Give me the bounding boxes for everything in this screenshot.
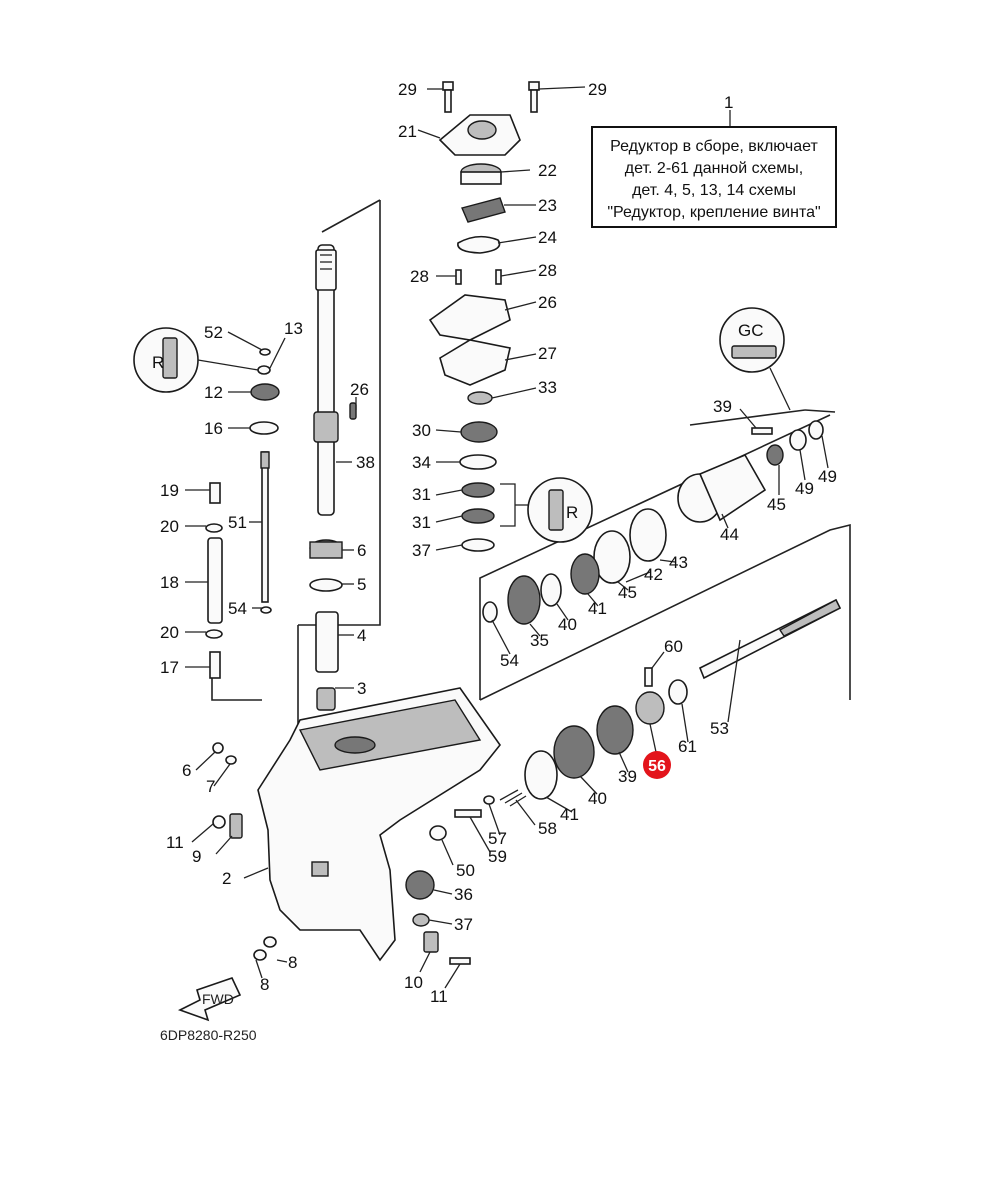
part-label: 30 <box>412 421 431 440</box>
part-label: 39 <box>713 397 732 416</box>
lubricant-badge-right: R <box>527 477 593 543</box>
part-label: 29 <box>588 80 607 99</box>
part-label: 39 <box>618 767 637 786</box>
part-label: 33 <box>538 378 557 397</box>
part-label: 44 <box>720 525 739 544</box>
shift-rod-group <box>205 348 280 679</box>
part-label: 31 <box>412 485 431 504</box>
part-label: 8 <box>288 953 297 972</box>
part-label: 20 <box>160 623 179 642</box>
part-label: 59 <box>488 847 507 866</box>
fwd-arrow: FWD <box>177 977 242 1022</box>
part-label: 54 <box>500 651 519 670</box>
part-label: 54 <box>228 599 247 618</box>
part-label: 43 <box>669 553 688 572</box>
part-label: 9 <box>192 847 201 866</box>
part-label: 57 <box>488 829 507 848</box>
part-label: 19 <box>160 481 179 500</box>
part-label: 28 <box>410 267 429 286</box>
part-label: 13 <box>284 319 303 338</box>
part-label: 38 <box>356 453 375 472</box>
part-label: 40 <box>588 789 607 808</box>
part-label: 58 <box>538 819 557 838</box>
part-label: 28 <box>538 261 557 280</box>
note-line: дет. 4, 5, 13, 14 схемы <box>632 182 796 199</box>
part-label: 50 <box>456 861 475 880</box>
part-label: 45 <box>618 583 637 602</box>
sealant-badge: GC <box>719 307 791 411</box>
part-label: 40 <box>558 615 577 634</box>
lube-badge-right-text: R <box>566 503 578 522</box>
part-label: 37 <box>454 915 473 934</box>
part-label: 10 <box>404 973 423 992</box>
part-label: 6 <box>357 541 366 560</box>
gear-housing <box>257 687 501 962</box>
drive-shaft-group <box>309 244 357 711</box>
part-label: 61 <box>678 737 697 756</box>
part-label: 11 <box>166 833 184 852</box>
part-label: 35 <box>530 631 549 650</box>
part-label: 49 <box>795 479 814 498</box>
fwd-label: FWD <box>202 991 234 1007</box>
highlight-label: 56 <box>648 758 666 775</box>
part-label: 27 <box>538 344 557 363</box>
part-label: 29 <box>398 80 417 99</box>
part-label: 36 <box>454 885 473 904</box>
assembly-note-box: Редуктор в сборе, включает дет. 2-61 дан… <box>591 126 837 228</box>
part-label: 3 <box>357 679 366 698</box>
part-label: 11 <box>430 987 448 1006</box>
part-label: 26 <box>538 293 557 312</box>
highlight-circle <box>643 751 671 779</box>
lube-badge-left-text: R <box>152 353 164 372</box>
part-label: 45 <box>767 495 786 514</box>
note-line: "Редуктор, крепление винта" <box>607 204 820 221</box>
part-label: 8 <box>260 975 269 994</box>
part-label: 4 <box>357 626 366 645</box>
part-label: 26 <box>350 380 369 399</box>
part-label: 34 <box>412 453 431 472</box>
part-label: 60 <box>664 637 683 656</box>
part-label: 12 <box>204 383 223 402</box>
part-label: 41 <box>560 805 579 824</box>
note-line: Редуктор в сборе, включает <box>610 138 818 155</box>
part-label: 23 <box>538 196 557 215</box>
part-label: 41 <box>588 599 607 618</box>
part-label: 31 <box>412 513 431 532</box>
part-labels: 29 29 21 22 23 24 28 28 26 27 33 30 34 3… <box>160 80 837 1006</box>
part-label: 42 <box>644 565 663 584</box>
part-label: 52 <box>204 323 223 342</box>
part-label: 20 <box>160 517 179 536</box>
note-ref: 1 <box>724 93 733 112</box>
propeller-shaft-group <box>212 420 842 965</box>
part-label: 51 <box>228 513 247 532</box>
part-label: 17 <box>160 658 179 677</box>
part-label: 2 <box>222 869 231 888</box>
part-label: 16 <box>204 419 223 438</box>
sealant-badge-text: GC <box>738 321 764 340</box>
highlight-marker-56[interactable]: 56 <box>643 751 671 779</box>
leader-lines <box>185 86 829 989</box>
part-label: 22 <box>538 161 557 180</box>
drawing-code: 6DP8280-R250 <box>160 1027 257 1043</box>
part-label: 37 <box>412 541 431 560</box>
part-label: 18 <box>160 573 179 592</box>
part-label: 53 <box>710 719 729 738</box>
part-label: 49 <box>818 467 837 486</box>
part-label: 24 <box>538 228 557 247</box>
lubricant-badge-left: R <box>133 327 259 393</box>
part-label: 21 <box>398 122 417 141</box>
part-label: 6 <box>182 761 191 780</box>
note-line: дет. 2-61 данной схемы, <box>625 160 803 177</box>
part-label: 5 <box>357 575 366 594</box>
water-pump-group <box>428 81 540 552</box>
part-label: 7 <box>206 777 215 796</box>
